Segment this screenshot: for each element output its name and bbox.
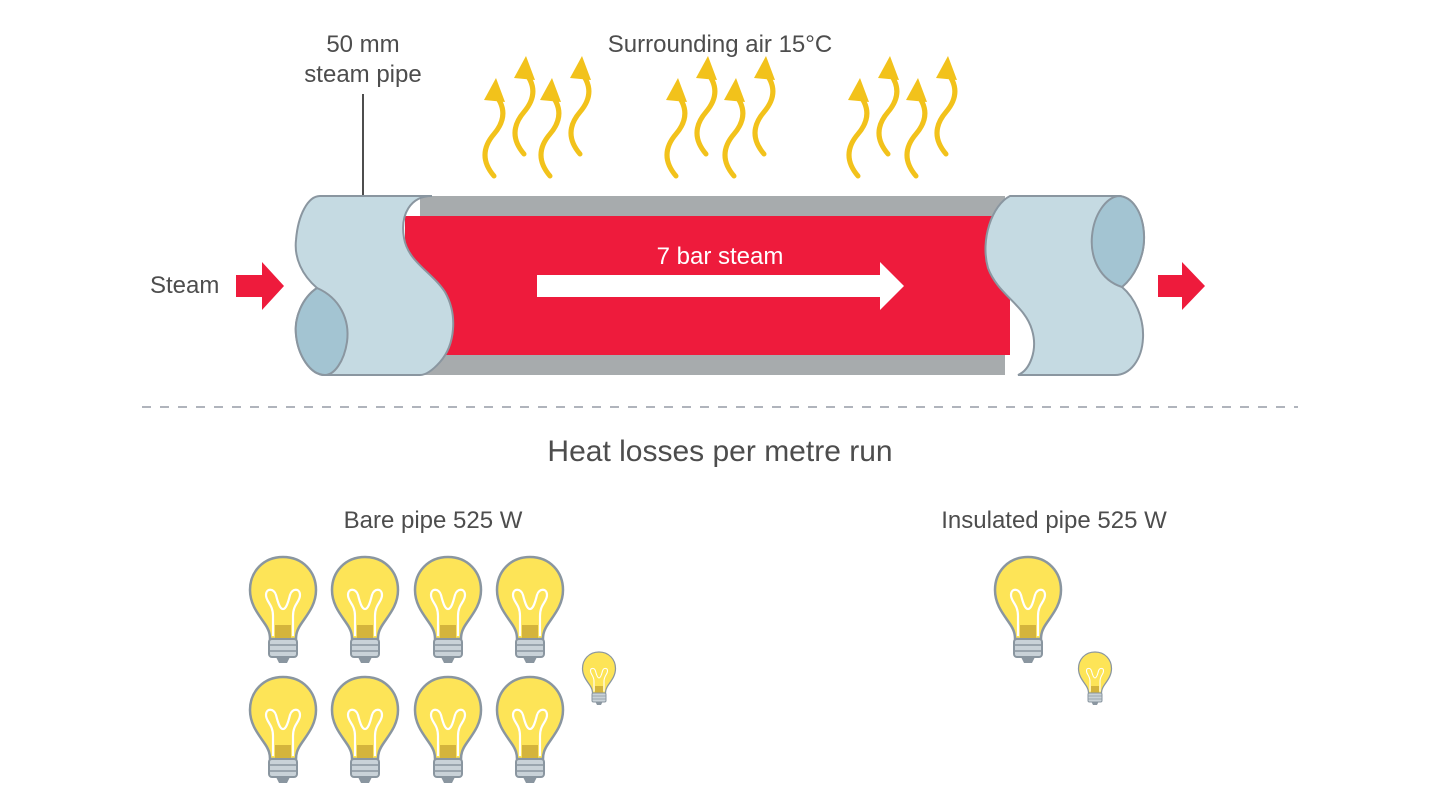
heat-wave-arrow-icon <box>514 56 535 154</box>
light-bulb-icon <box>495 675 565 785</box>
heat-wave-arrow-icon <box>484 78 505 176</box>
surrounding-air-label: Surrounding air 15°C <box>608 31 832 58</box>
steam-inlet-label: Steam <box>150 272 219 299</box>
heat-wave-arrow-icon <box>666 78 687 176</box>
section-title: Heat losses per metre run <box>547 435 892 468</box>
pipe-left-opening <box>294 286 349 377</box>
heat-wave-arrow-icon <box>906 78 927 176</box>
bare-pipe-label: Bare pipe 525 W <box>344 507 523 534</box>
heat-wave-arrow-icon <box>724 78 745 176</box>
heat-wave-arrow-icon <box>570 56 591 154</box>
flow-arrow-icon <box>537 262 904 310</box>
small-light-bulb-icon <box>1077 651 1113 706</box>
heat-waves <box>484 56 957 176</box>
heat-wave-arrow-icon <box>696 56 717 154</box>
bare-pipe-bulbs <box>248 555 617 785</box>
light-bulb-icon <box>248 675 318 785</box>
light-bulb-icon <box>413 555 483 665</box>
heat-wave-arrow-icon <box>754 56 775 154</box>
pipe-type-label: steam pipe <box>304 61 421 88</box>
small-light-bulb-icon <box>581 651 617 706</box>
pipe-right-opening <box>1090 194 1146 289</box>
inlet-arrow-icon <box>236 262 284 310</box>
steam-pressure-label: 7 bar steam <box>657 243 784 270</box>
light-bulb-icon <box>413 675 483 785</box>
heat-wave-arrow-icon <box>540 78 561 176</box>
heat-wave-arrow-icon <box>878 56 899 154</box>
light-bulb-icon <box>248 555 318 665</box>
light-bulb-icon <box>330 675 400 785</box>
heat-wave-arrow-icon <box>936 56 957 154</box>
light-bulb-icon <box>330 555 400 665</box>
outlet-arrow-icon <box>1158 262 1205 310</box>
insulated-pipe-label: Insulated pipe 525 W <box>941 507 1167 534</box>
light-bulb-icon <box>495 555 565 665</box>
pipe-size-label: 50 mm <box>326 31 399 58</box>
heat-wave-arrow-icon <box>848 78 869 176</box>
insulated-pipe-bulbs <box>993 555 1113 706</box>
light-bulb-icon <box>993 555 1063 665</box>
